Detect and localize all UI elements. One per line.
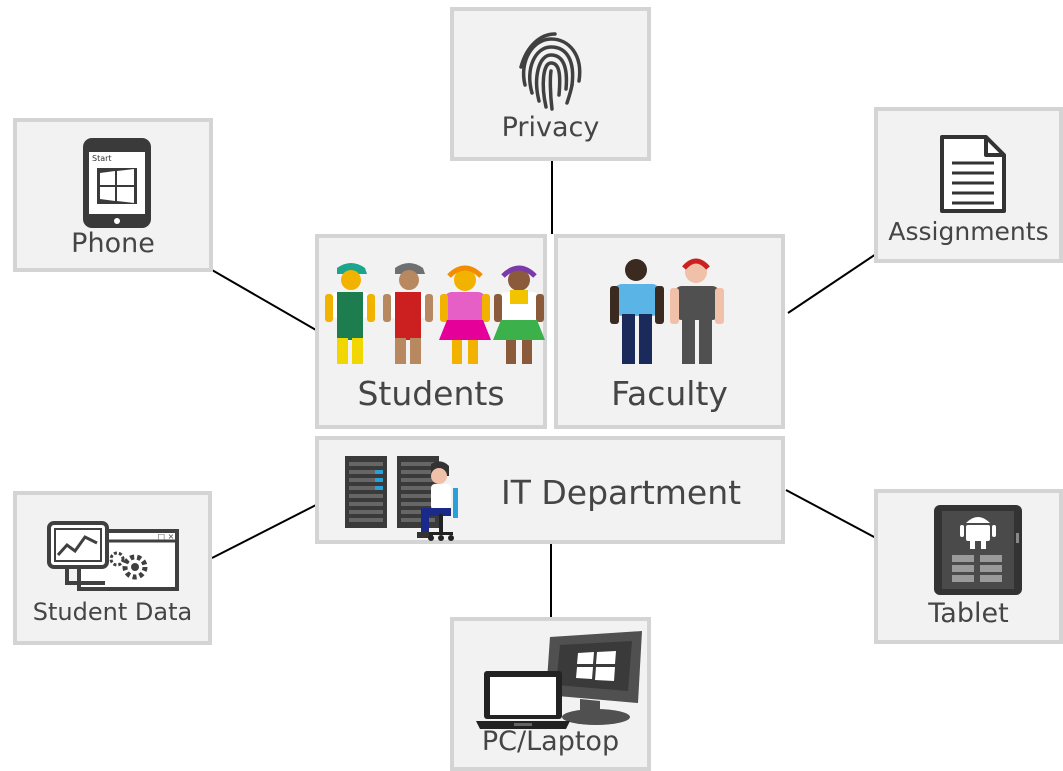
connector-phone xyxy=(211,269,317,331)
faculty-figure xyxy=(610,259,664,364)
phone-label: Phone xyxy=(71,228,155,259)
fingerprint-icon xyxy=(519,32,582,111)
students-label: Students xyxy=(357,374,505,413)
it-department-node: IT Department xyxy=(315,436,785,544)
pc-laptop-label: PC/Laptop xyxy=(481,726,620,757)
faculty-node: Faculty xyxy=(554,234,785,429)
student-figure xyxy=(383,263,433,364)
connector-student-data xyxy=(211,504,317,559)
connector-assignments xyxy=(787,253,877,314)
analytics-window-icon: _ □ × xyxy=(47,521,179,591)
phone-screen-text: Start xyxy=(92,154,112,163)
student-figure xyxy=(325,263,375,364)
students-node: Students xyxy=(315,234,547,429)
tablet-label: Tablet xyxy=(928,598,1009,629)
students-group-icon xyxy=(325,263,545,364)
connector-tablet xyxy=(785,489,877,539)
windows-phone-icon: Start xyxy=(83,138,151,228)
privacy-label: Privacy xyxy=(501,112,600,143)
faculty-group-icon xyxy=(610,258,724,364)
student-figure xyxy=(439,265,491,364)
android-tablet-icon xyxy=(934,505,1022,595)
svg-text:_ □ ×: _ □ × xyxy=(150,532,174,541)
assignments-node: Assignments xyxy=(874,107,1063,263)
document-icon xyxy=(940,135,1006,213)
laptop-monitor-icon xyxy=(476,631,642,729)
tablet-node: Tablet xyxy=(874,489,1063,644)
faculty-figure xyxy=(670,258,724,364)
pc-laptop-node: PC/Laptop xyxy=(450,617,651,771)
assignments-label: Assignments xyxy=(888,217,1049,246)
faculty-label: Faculty xyxy=(611,374,728,413)
student-data-label: Student Data xyxy=(32,598,193,626)
student-data-node: _ □ × Student Data xyxy=(13,491,212,645)
phone-node: Start Phone xyxy=(13,118,213,272)
privacy-node: Privacy xyxy=(450,7,651,161)
student-figure xyxy=(493,265,545,364)
server-technician-icon xyxy=(345,456,458,541)
it-department-label: IT Department xyxy=(501,473,742,512)
